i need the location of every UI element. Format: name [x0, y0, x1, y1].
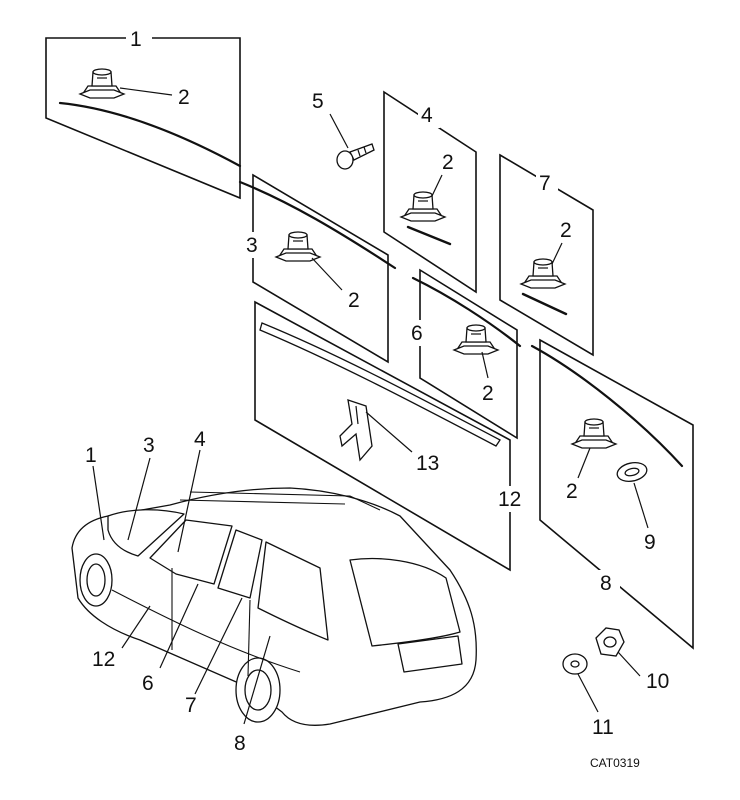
- callout-8-panel: 8: [600, 572, 612, 595]
- panel-7: [499, 153, 594, 357]
- panel-4: [383, 90, 477, 294]
- nut-part: [595, 627, 641, 677]
- catalog-code: CAT0319: [590, 756, 640, 770]
- callout-11: 11: [592, 716, 614, 739]
- callout-1-panel: 1: [130, 28, 142, 51]
- callout-10: 10: [646, 670, 669, 693]
- bracket-part: [339, 399, 373, 462]
- callout-5: 5: [312, 90, 324, 113]
- callout-4-panel: 4: [421, 104, 433, 127]
- callout-2-b: 2: [442, 151, 454, 174]
- callout-3-car: 3: [143, 434, 155, 457]
- screw-part: [329, 113, 375, 170]
- callout-6-panel: 6: [411, 322, 423, 345]
- callout-2-a: 2: [178, 86, 190, 109]
- panel-1: [45, 26, 242, 200]
- callout-12-panel: 12: [498, 488, 521, 511]
- callout-6-car: 6: [142, 672, 154, 695]
- callout-4-car: 4: [194, 428, 206, 451]
- callout-1-car: 1: [85, 444, 97, 467]
- panel-8: [530, 338, 694, 650]
- callout-2-d: 2: [348, 289, 360, 312]
- callout-7-car: 7: [185, 694, 197, 717]
- grommet-part: [616, 462, 648, 482]
- callout-2-f: 2: [566, 480, 578, 503]
- panel-6: [408, 268, 522, 440]
- callout-2-e: 2: [482, 382, 494, 405]
- callout-7-panel: 7: [539, 172, 551, 195]
- callout-12-car: 12: [92, 648, 115, 671]
- panel-3: [238, 173, 397, 364]
- callout-3-panel: 3: [246, 234, 258, 257]
- panel-12: [254, 300, 526, 572]
- callout-2-c: 2: [560, 219, 572, 242]
- callout-13: 13: [416, 452, 439, 475]
- estate-car-illustration: [71, 449, 477, 726]
- callout-9: 9: [644, 531, 656, 554]
- callout-8-car: 8: [234, 732, 246, 755]
- washer-part: [562, 653, 599, 713]
